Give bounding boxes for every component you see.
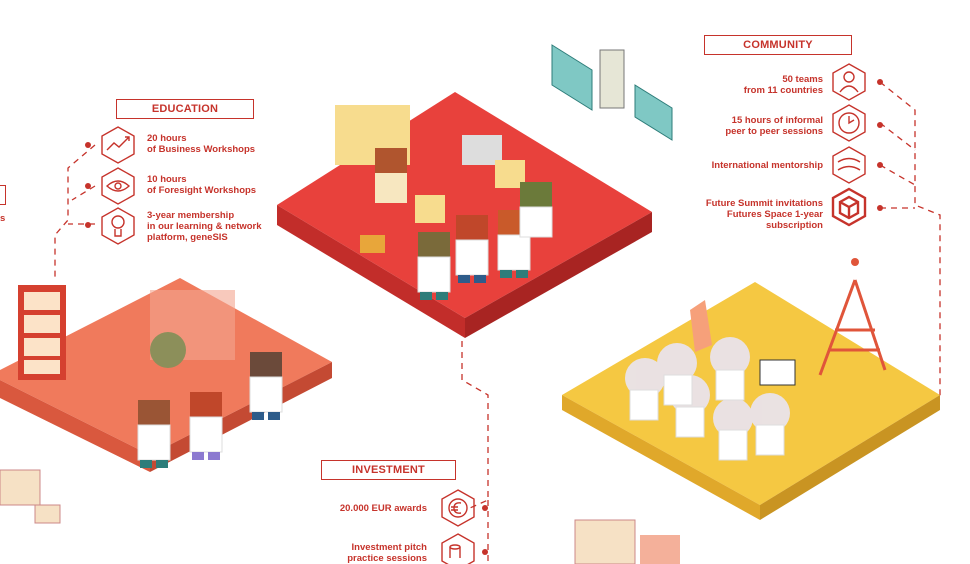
investment-item-pitch-sessions: Investment pitch practice sessions	[347, 542, 427, 564]
bottom-right-props	[574, 519, 680, 564]
item-line: 3-year membership	[147, 210, 235, 221]
radio-tower	[818, 279, 887, 376]
item-line: 20.000 EUR awards	[339, 503, 427, 514]
euro-icon	[441, 489, 475, 527]
item-line: peer to peer sessions	[725, 126, 823, 137]
item-line: subscription	[765, 220, 823, 231]
person-icon	[832, 63, 866, 101]
cropped-left-text: s	[0, 213, 6, 224]
item-line: 20 hours	[147, 133, 187, 144]
character	[519, 182, 553, 238]
community-title: COMMUNITY	[704, 35, 852, 55]
education-item-foresight-workshops: 10 hours of Foresight Workshops	[147, 174, 256, 196]
item-line: platform, geneSIS	[147, 232, 228, 243]
cropped-title-box	[0, 185, 6, 205]
item-line: Future Summit invitations	[705, 198, 823, 209]
community-item-mentorship: International mentorship	[712, 160, 823, 171]
chart-trend-icon	[101, 126, 135, 164]
character	[137, 400, 171, 468]
education-title: EDUCATION	[116, 99, 254, 119]
item-line: practice sessions	[347, 553, 427, 564]
character	[497, 210, 531, 278]
item-line: 10 hours	[147, 174, 187, 185]
education-platform	[0, 278, 332, 472]
item-line: of Business Workshops	[147, 144, 256, 155]
cube-icon	[831, 187, 867, 227]
mentorship-icon	[832, 146, 866, 184]
character	[455, 215, 489, 283]
coins-icon	[441, 533, 475, 564]
education-item-membership: 3-year membership in our learning & netw…	[147, 210, 262, 243]
character	[375, 148, 407, 203]
center-platform	[277, 92, 652, 338]
investment-title: INVESTMENT	[321, 460, 456, 480]
community-item-future-summit: Future Summit invitations Futures Space …	[706, 198, 823, 231]
item-line: of Foresight Workshops	[147, 185, 257, 196]
item-line: 15 hours of informal	[731, 115, 823, 126]
item-line: 50 teams	[782, 74, 823, 85]
lightbulb-icon	[101, 207, 135, 245]
education-item-business-workshops: 20 hours of Business Workshops	[147, 133, 255, 155]
investment-item-awards: 20.000 EUR awards	[340, 503, 427, 514]
character	[189, 392, 223, 460]
bottom-left-props	[0, 469, 61, 524]
character	[417, 232, 451, 300]
community-item-peer-sessions: 15 hours of informal peer to peer sessio…	[725, 115, 823, 137]
character	[249, 352, 283, 420]
community-item-teams: 50 teams from 11 countries	[744, 74, 823, 96]
item-line: in our learning & network	[147, 221, 262, 232]
connector-lines	[54, 81, 941, 564]
community-platform	[562, 258, 940, 520]
satellite	[551, 44, 673, 141]
eye-icon	[101, 167, 135, 205]
item-line: Investment pitch	[351, 542, 428, 553]
item-line: from 11 countries	[743, 85, 823, 96]
bullet-markers	[85, 79, 883, 555]
clock-icon	[832, 104, 866, 142]
item-line: International mentorship	[711, 160, 823, 171]
item-line: Futures Space 1-year	[726, 209, 823, 220]
